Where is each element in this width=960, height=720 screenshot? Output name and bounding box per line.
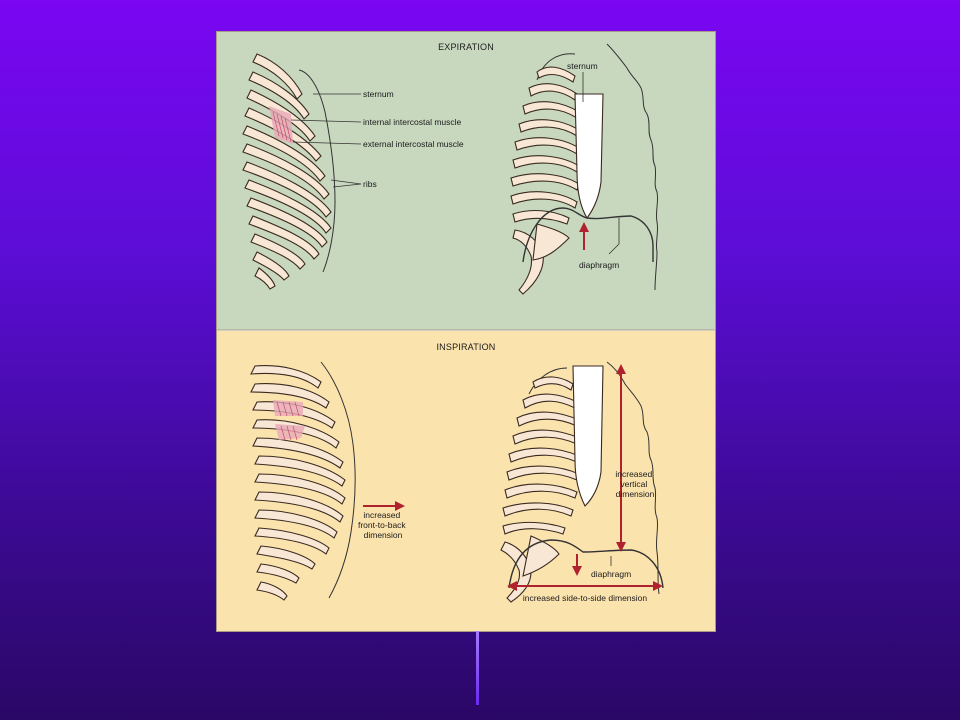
svg-text:increased front-to-back: increased front-to-back dimension [358,510,408,540]
expiration-title: EXPIRATION [438,42,494,52]
svg-text:increased vertical dim: increased vertical dimension [615,469,654,499]
breathing-mechanics-figure: EXPIRATION INSPIRATION sternum internal … [216,31,716,632]
label-sternum-side: sternum [363,89,394,99]
label-internal-intercostal: internal intercostal muscle [363,117,462,127]
inspiration-side-ribcage [250,361,356,601]
presentation-accent-line [476,631,479,705]
label-diaphragm-insp: diaphragm [591,569,631,579]
label-sternum-front: sternum [567,61,598,71]
label-ribs: ribs [363,179,377,189]
label-front-to-back-3: dimension [364,530,403,540]
breathing-diagram: EXPIRATION INSPIRATION sternum internal … [217,32,715,631]
expiration-side-ribcage [242,53,336,290]
label-external-intercostal: external intercostal muscle [363,139,464,149]
label-side-to-side: increased side-to-side dimension [523,593,648,603]
label-vertical-2: vertical [620,479,647,489]
label-vertical-3: dimension [616,489,655,499]
label-front-to-back-2: front-to-back [358,520,406,530]
label-diaphragm-exp: diaphragm [579,260,619,270]
inspiration-front-ribcage [500,361,660,603]
expiration-panel [217,32,715,330]
inspiration-title: INSPIRATION [436,342,495,352]
label-front-to-back-1: increased [363,510,400,520]
label-vertical-1: increased [615,469,652,479]
